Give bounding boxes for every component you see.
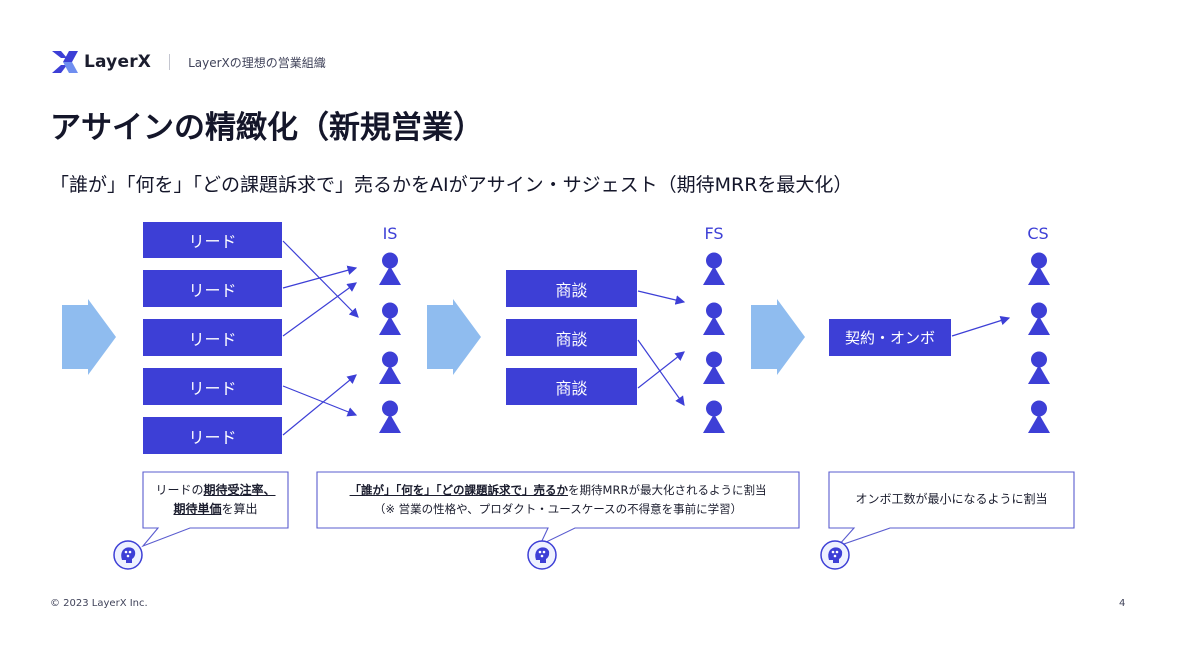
header-subtitle: LayerXの理想の営業組織 <box>188 55 326 70</box>
person-icon <box>703 400 725 433</box>
assign-line <box>282 282 357 337</box>
assign-line <box>637 351 685 389</box>
stage-label-cs: CS <box>1027 224 1049 243</box>
callout-middle-bold1: 「誰が」「何を」「どの課題訴求で」売るか <box>349 483 569 497</box>
callout-left-text: リードの期待受注率、 期待単価を算出 <box>143 481 288 519</box>
assign-line <box>637 339 685 406</box>
assign-line <box>282 374 357 436</box>
flow-arrow-icon <box>62 299 116 375</box>
person-icon <box>379 400 401 433</box>
callout-middle-part1: を期待MRRが最大化されるように割当 <box>568 483 767 497</box>
lead-box: リード <box>143 368 282 405</box>
person-icon <box>1028 252 1050 285</box>
deal-box: 商談 <box>506 368 637 405</box>
page-subtitle: 「誰が」「何を」「どの課題訴求で」売るかをAIがアサイン・サジェスト（期待MRR… <box>50 174 853 196</box>
flow-arrow-icon <box>751 299 805 375</box>
assign-line <box>637 290 686 305</box>
deal-box: 商談 <box>506 270 637 307</box>
logo-icon <box>52 51 78 73</box>
person-icon <box>703 252 725 285</box>
stage-label-fs: FS <box>704 224 724 243</box>
page-number: 4 <box>1119 598 1126 609</box>
lead-box: リード <box>143 270 282 307</box>
callout-left-bold2: 期待単価 <box>173 502 222 516</box>
brand-name: LayerX <box>84 52 152 72</box>
person-icon <box>1028 302 1050 335</box>
callout-left-part2: を算出 <box>221 502 258 516</box>
deal-box: 商談 <box>506 319 637 356</box>
callout-left-shape <box>141 471 289 548</box>
callout-left-part1: リードの <box>155 483 204 497</box>
person-icon <box>703 302 725 335</box>
callout-middle-shape <box>316 471 800 547</box>
callout-right-text: オンボ工数が最小になるように割当 <box>829 490 1074 509</box>
assign-line <box>951 315 1011 337</box>
flow-arrow-icon <box>427 299 481 375</box>
footer-copyright: © 2023 LayerX Inc. <box>50 598 148 609</box>
lead-box: リード <box>143 417 282 454</box>
header: LayerX LayerXの理想の営業組織 <box>52 50 326 74</box>
person-icon <box>703 351 725 384</box>
ai-brain-icon <box>820 540 850 570</box>
ai-brain-icon <box>113 540 143 570</box>
callout-right-shape <box>828 471 1075 548</box>
contract-box: 契約・オンボ <box>829 319 951 356</box>
assign-line <box>282 265 358 289</box>
lead-box: リード <box>143 222 282 258</box>
callout-left-bold1: 期待受注率、 <box>203 483 276 497</box>
callout-right-line: オンボ工数が最小になるように割当 <box>855 492 1048 506</box>
assign-line <box>282 385 358 417</box>
stage-label-is: IS <box>382 224 398 243</box>
person-icon <box>379 302 401 335</box>
ai-brain-icon <box>527 540 557 570</box>
person-icon <box>1028 351 1050 384</box>
lead-box: リード <box>143 319 282 356</box>
page-title: アサインの精緻化（新規営業） <box>50 110 484 146</box>
header-divider <box>169 54 171 70</box>
person-icon <box>379 351 401 384</box>
person-icon <box>379 252 401 285</box>
assign-line <box>282 240 359 318</box>
callout-middle-line2: （※ 営業の性格や、プロダクト・ユースケースの不得意を事前に学習） <box>373 502 743 516</box>
callout-middle-text: 「誰が」「何を」「どの課題訴求で」売るかを期待MRRが最大化されるように割当 （… <box>317 481 799 519</box>
person-icon <box>1028 400 1050 433</box>
